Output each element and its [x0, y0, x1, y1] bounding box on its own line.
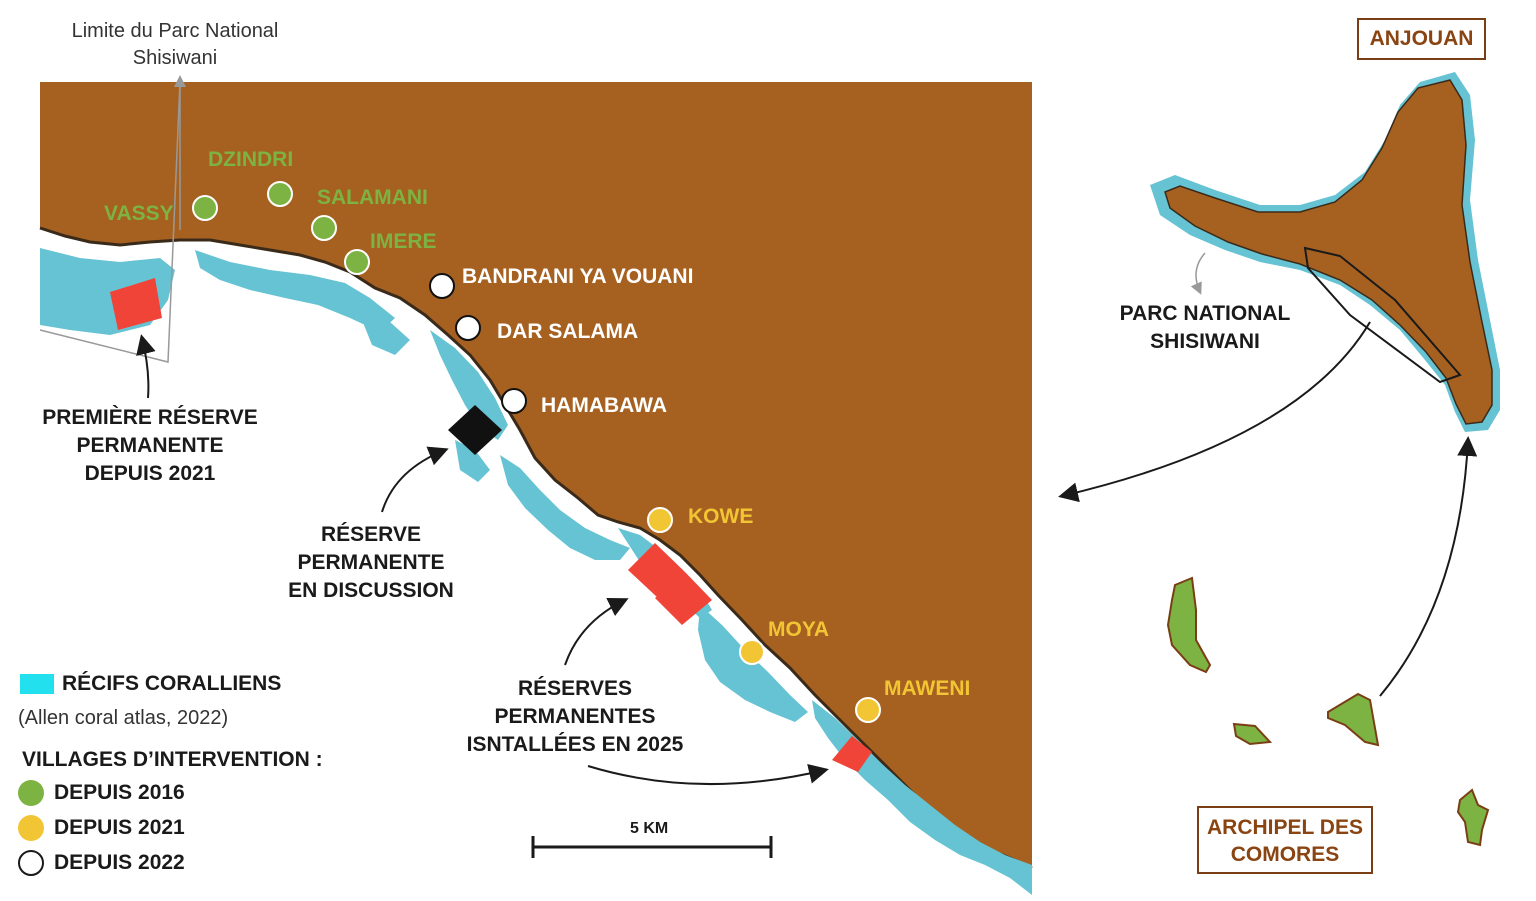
anjouan-island: [1150, 72, 1500, 432]
annotation-reserves-2025: RÉSERVES PERMANENTES ISNTALLÉES EN 2025: [466, 677, 684, 756]
legend-since-2016-label: DEPUIS 2016: [54, 781, 185, 804]
reserve-2025-c: [832, 736, 872, 772]
land-mass: [40, 82, 1032, 868]
arrow-park-pointer: [1190, 252, 1206, 295]
legend-since-2022: DEPUIS 2022: [18, 850, 185, 876]
legend-reefs-label: RÉCIFS CORALLIENS: [62, 672, 282, 695]
annotation-first-reserve: PREMIÈRE RÉSERVE PERMANENTE DEPUIS 2021: [42, 406, 258, 485]
arrow-first-reserve: [136, 334, 156, 399]
legend-source: (Allen coral atlas, 2022): [18, 707, 229, 729]
dot-dar-salama: [455, 315, 481, 341]
legend-reef-swatch: [20, 674, 54, 694]
dot-imere: [344, 249, 370, 275]
dot-salamani: [311, 215, 337, 241]
label-imere: IMERE: [370, 230, 437, 253]
arrow-archipelago-to-anjouan: [1379, 436, 1478, 697]
coastline: [39, 226, 1033, 870]
park-label: PARC NATIONAL SHISIWANI: [1119, 302, 1291, 353]
dot-dzindri: [267, 181, 293, 207]
label-dzindri: DZINDRI: [208, 148, 294, 171]
park-boundary-line: [39, 81, 181, 363]
dot-vassy: [192, 195, 218, 221]
comoros-islands: [1166, 576, 1490, 847]
dot-maweni: [855, 697, 881, 723]
scale-bar: [531, 836, 773, 858]
label-hamabawa: HAMABAWA: [541, 394, 667, 417]
arrow-discussion: [381, 446, 449, 513]
reserve-discussion: [448, 405, 502, 455]
scale-label: 5 KM: [630, 820, 669, 837]
legend-since-2016: DEPUIS 2016: [18, 780, 185, 806]
annotation-discussion-reserve: RÉSERVE PERMANENTE EN DISCUSSION: [288, 523, 454, 602]
reserve-first: [110, 278, 162, 330]
island-label-anjouan: ANJOUAN: [1357, 18, 1486, 60]
dot-hamabawa: [501, 388, 527, 414]
legend-since-2021-label: DEPUIS 2021: [54, 816, 185, 839]
legend-dot-2021: [18, 815, 44, 841]
label-moya: MOYA: [768, 618, 830, 641]
label-bandrani: BANDRANI YA VOUANI: [462, 265, 694, 288]
dot-kowe: [647, 507, 673, 533]
legend-dot-2016: [18, 780, 44, 806]
reserve-2025-b: [655, 572, 712, 625]
park-outline: [1303, 246, 1462, 384]
label-dar-salama: DAR SALAMA: [497, 320, 639, 343]
label-salamani: SALAMANI: [317, 186, 428, 209]
dot-bandrani: [429, 273, 455, 299]
legend-since-2022-label: DEPUIS 2022: [54, 851, 185, 874]
arrow-to-main-map: [1058, 321, 1371, 503]
label-kowe: KOWE: [688, 505, 754, 528]
legend-dot-2022: [18, 850, 44, 876]
dot-moya: [739, 639, 765, 665]
arrow-2025-b: [587, 764, 829, 785]
archipelago-label: ARCHIPEL DES COMORES: [1197, 806, 1373, 874]
legend-villages-title: VILLAGES D’INTERVENTION :: [22, 748, 323, 771]
label-vassy: VASSY: [104, 202, 174, 225]
village-dots: [192, 181, 881, 723]
arrow-2025-a: [564, 598, 629, 666]
reserve-2025-a: [628, 543, 685, 598]
legend-since-2021: DEPUIS 2021: [18, 815, 185, 841]
park-boundary-label: Limite du Parc National Shisiwani: [71, 20, 279, 69]
label-maweni: MAWENI: [884, 677, 971, 700]
